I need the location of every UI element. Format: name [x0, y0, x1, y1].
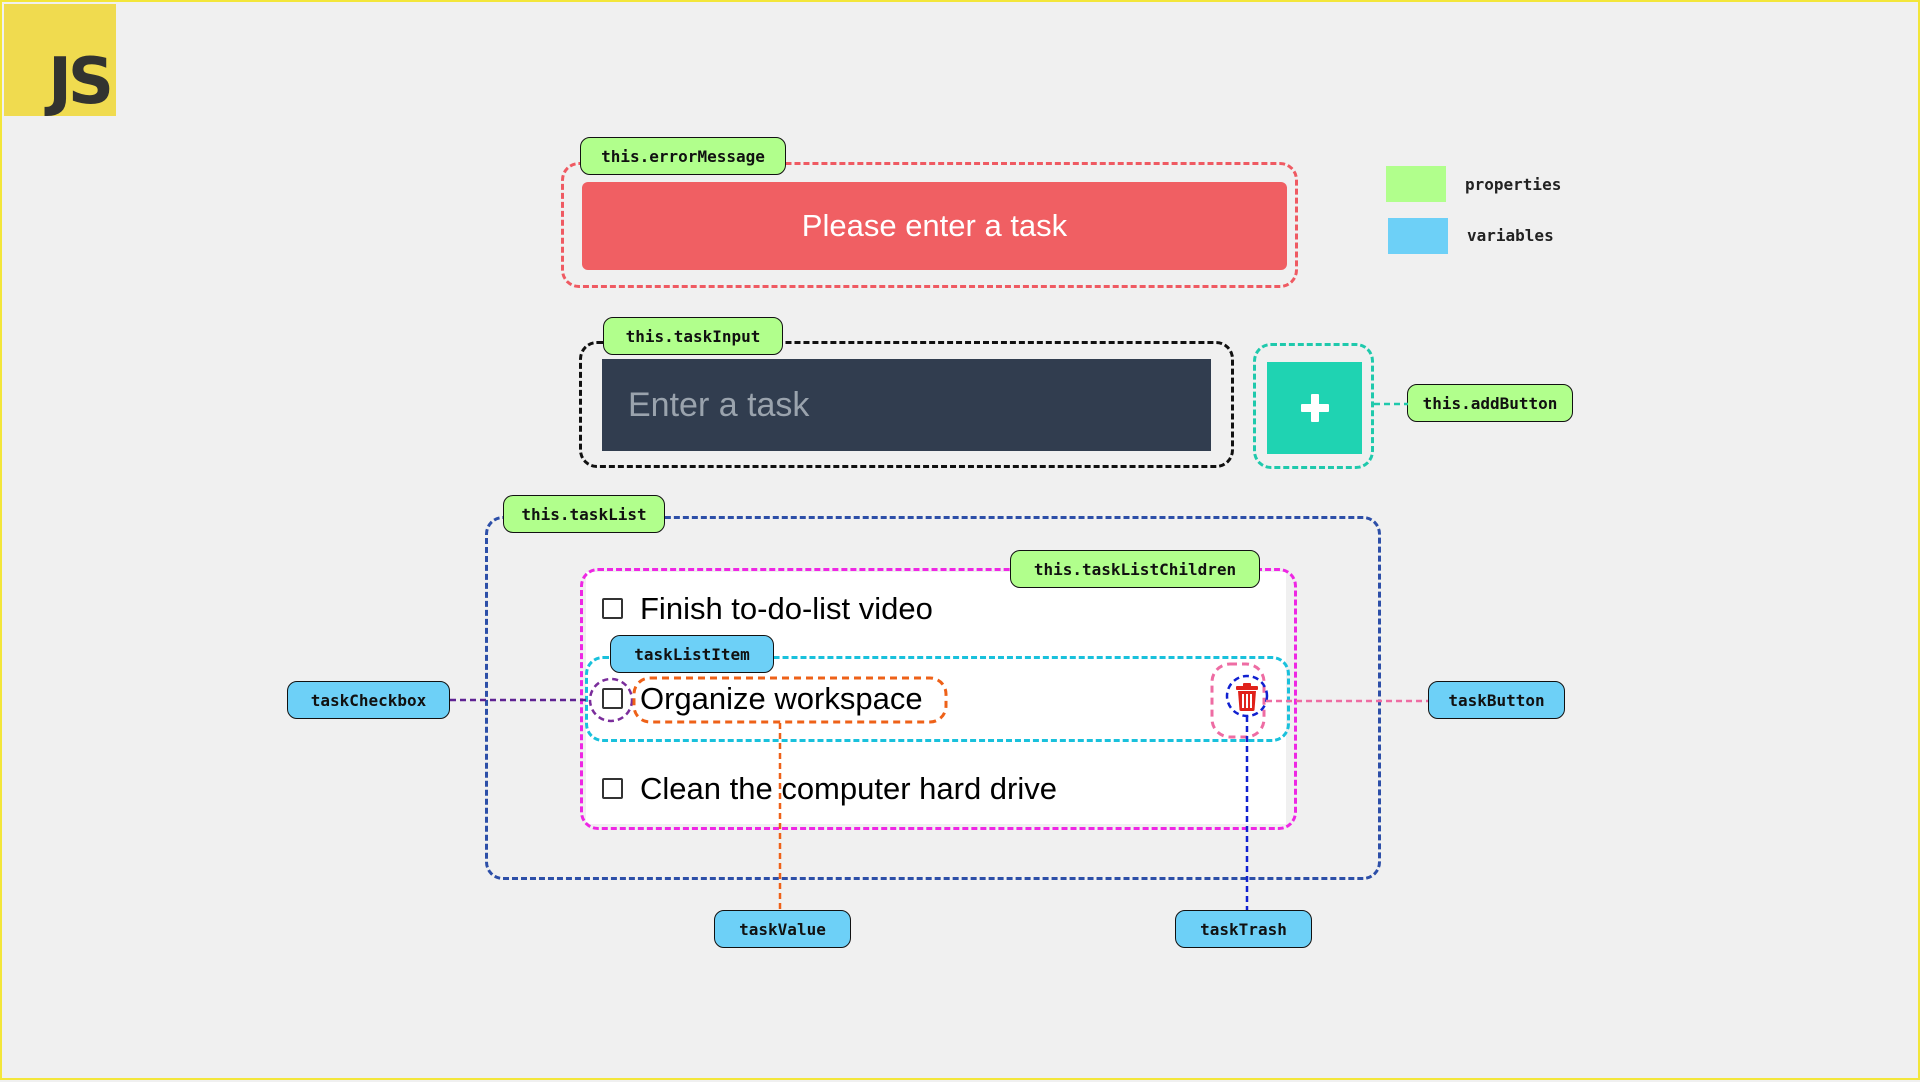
list-item: Finish to-do-list video	[602, 579, 1282, 639]
task-input[interactable]	[602, 359, 1211, 451]
task-list-outline	[485, 516, 1381, 880]
label-task-button: taskButton	[1428, 681, 1565, 719]
legend-variables-swatch	[1388, 218, 1448, 254]
label-add-button: this.addButton	[1407, 384, 1573, 422]
label-error-message: this.errorMessage	[580, 137, 786, 175]
label-task-trash: taskTrash	[1175, 910, 1312, 948]
add-button[interactable]	[1267, 362, 1362, 454]
plus-icon	[1300, 394, 1329, 422]
trash-icon	[1236, 683, 1258, 711]
add-button-outline	[1253, 343, 1374, 469]
task-button[interactable]	[1232, 680, 1262, 714]
legend-properties-label: properties	[1465, 175, 1562, 194]
task-checkbox[interactable]	[602, 688, 623, 709]
label-task-input: this.taskInput	[603, 317, 783, 355]
task-checkbox[interactable]	[602, 598, 623, 619]
task-value: Organize workspace	[640, 681, 923, 716]
task-checkbox[interactable]	[602, 778, 623, 799]
label-task-list: this.taskList	[503, 495, 665, 533]
js-logo: JS	[4, 4, 116, 116]
js-logo-text: JS	[48, 45, 114, 119]
label-task-list-item: taskListItem	[610, 635, 774, 673]
error-message-outline	[561, 162, 1298, 288]
list-item: Clean the computer hard drive	[602, 759, 1282, 819]
legend-variables-label: variables	[1467, 226, 1554, 245]
label-task-list-children: this.taskListChildren	[1010, 550, 1260, 588]
legend-properties-swatch	[1386, 166, 1446, 202]
task-value: Clean the computer hard drive	[640, 771, 1058, 806]
task-value: Finish to-do-list video	[640, 591, 933, 626]
task-input-outline	[579, 341, 1234, 468]
label-task-checkbox: taskCheckbox	[287, 681, 450, 719]
list-item: Organize workspace	[602, 669, 1282, 729]
label-task-value: taskValue	[714, 910, 851, 948]
error-message: Please enter a task	[582, 182, 1287, 270]
